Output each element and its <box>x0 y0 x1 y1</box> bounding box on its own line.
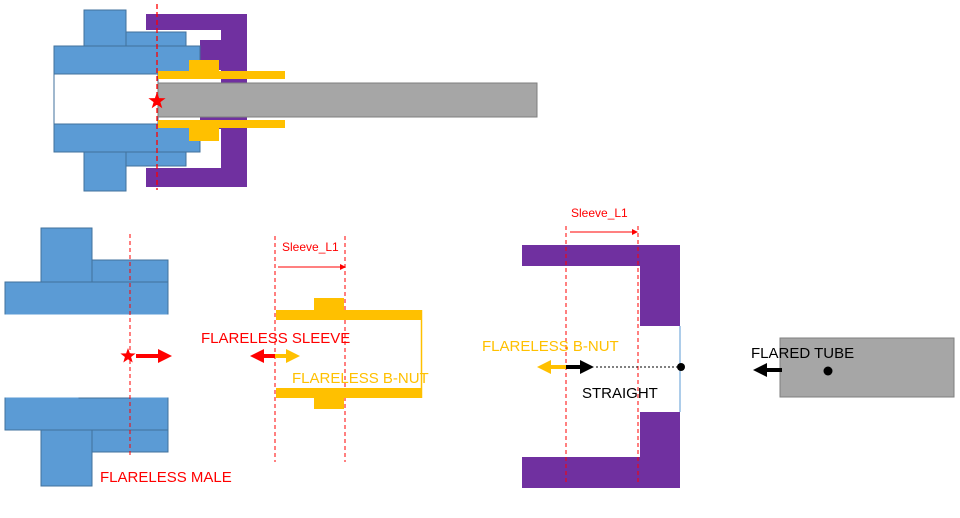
sleeve-arrow-left-icon <box>250 349 275 363</box>
assembly-tube <box>157 82 538 118</box>
flared-tube-label: FLARED TUBE <box>751 345 854 362</box>
flared-tube-arrow-left-icon <box>753 363 782 377</box>
flareless-sleeve-label: FLARELESS SLEEVE <box>201 330 350 347</box>
sleeve-arrow-right-icon <box>275 349 300 363</box>
flareless-male: FLARELESS MALE <box>4 227 232 487</box>
assembly-bnut <box>146 14 247 187</box>
flared-tube-body <box>779 337 955 398</box>
bnut-body <box>522 245 680 488</box>
flared-tube-dot <box>823 366 833 376</box>
flareless-sleeve: Sleeve_L1 FLARELESS SLEEVE FLARELESS B-N… <box>201 236 429 462</box>
sleeve-dim-label-1: Sleeve_L1 <box>282 240 339 254</box>
sleeve-dim-label-2: Sleeve_L1 <box>571 206 628 220</box>
bnut-arrow-right-icon <box>566 360 594 374</box>
assembled-fitting <box>53 4 538 192</box>
assembly-star-icon <box>148 92 166 109</box>
assembly-male <box>53 9 201 192</box>
flareless-bnut: Sleeve_L1 FLARELESS B-NUT STRAIGHT <box>482 206 685 488</box>
sleeve-dim-arrow-icon <box>278 264 346 270</box>
straight-endpoint-dot <box>677 363 685 371</box>
flareless-male-label: FLARELESS MALE <box>100 469 232 486</box>
assembly-sleeve <box>158 60 285 141</box>
bnut-dim-arrow-icon <box>570 229 638 235</box>
flared-tube: FLARED TUBE <box>751 337 955 398</box>
male-star-icon <box>120 348 136 363</box>
bnut-label: FLARELESS B-NUT <box>482 338 619 355</box>
bnut-arrow-left-icon <box>537 360 566 374</box>
sleeve-bnut-label: FLARELESS B-NUT <box>292 370 429 387</box>
straight-label: STRAIGHT <box>582 385 658 402</box>
male-arrow-right-icon <box>136 349 172 363</box>
